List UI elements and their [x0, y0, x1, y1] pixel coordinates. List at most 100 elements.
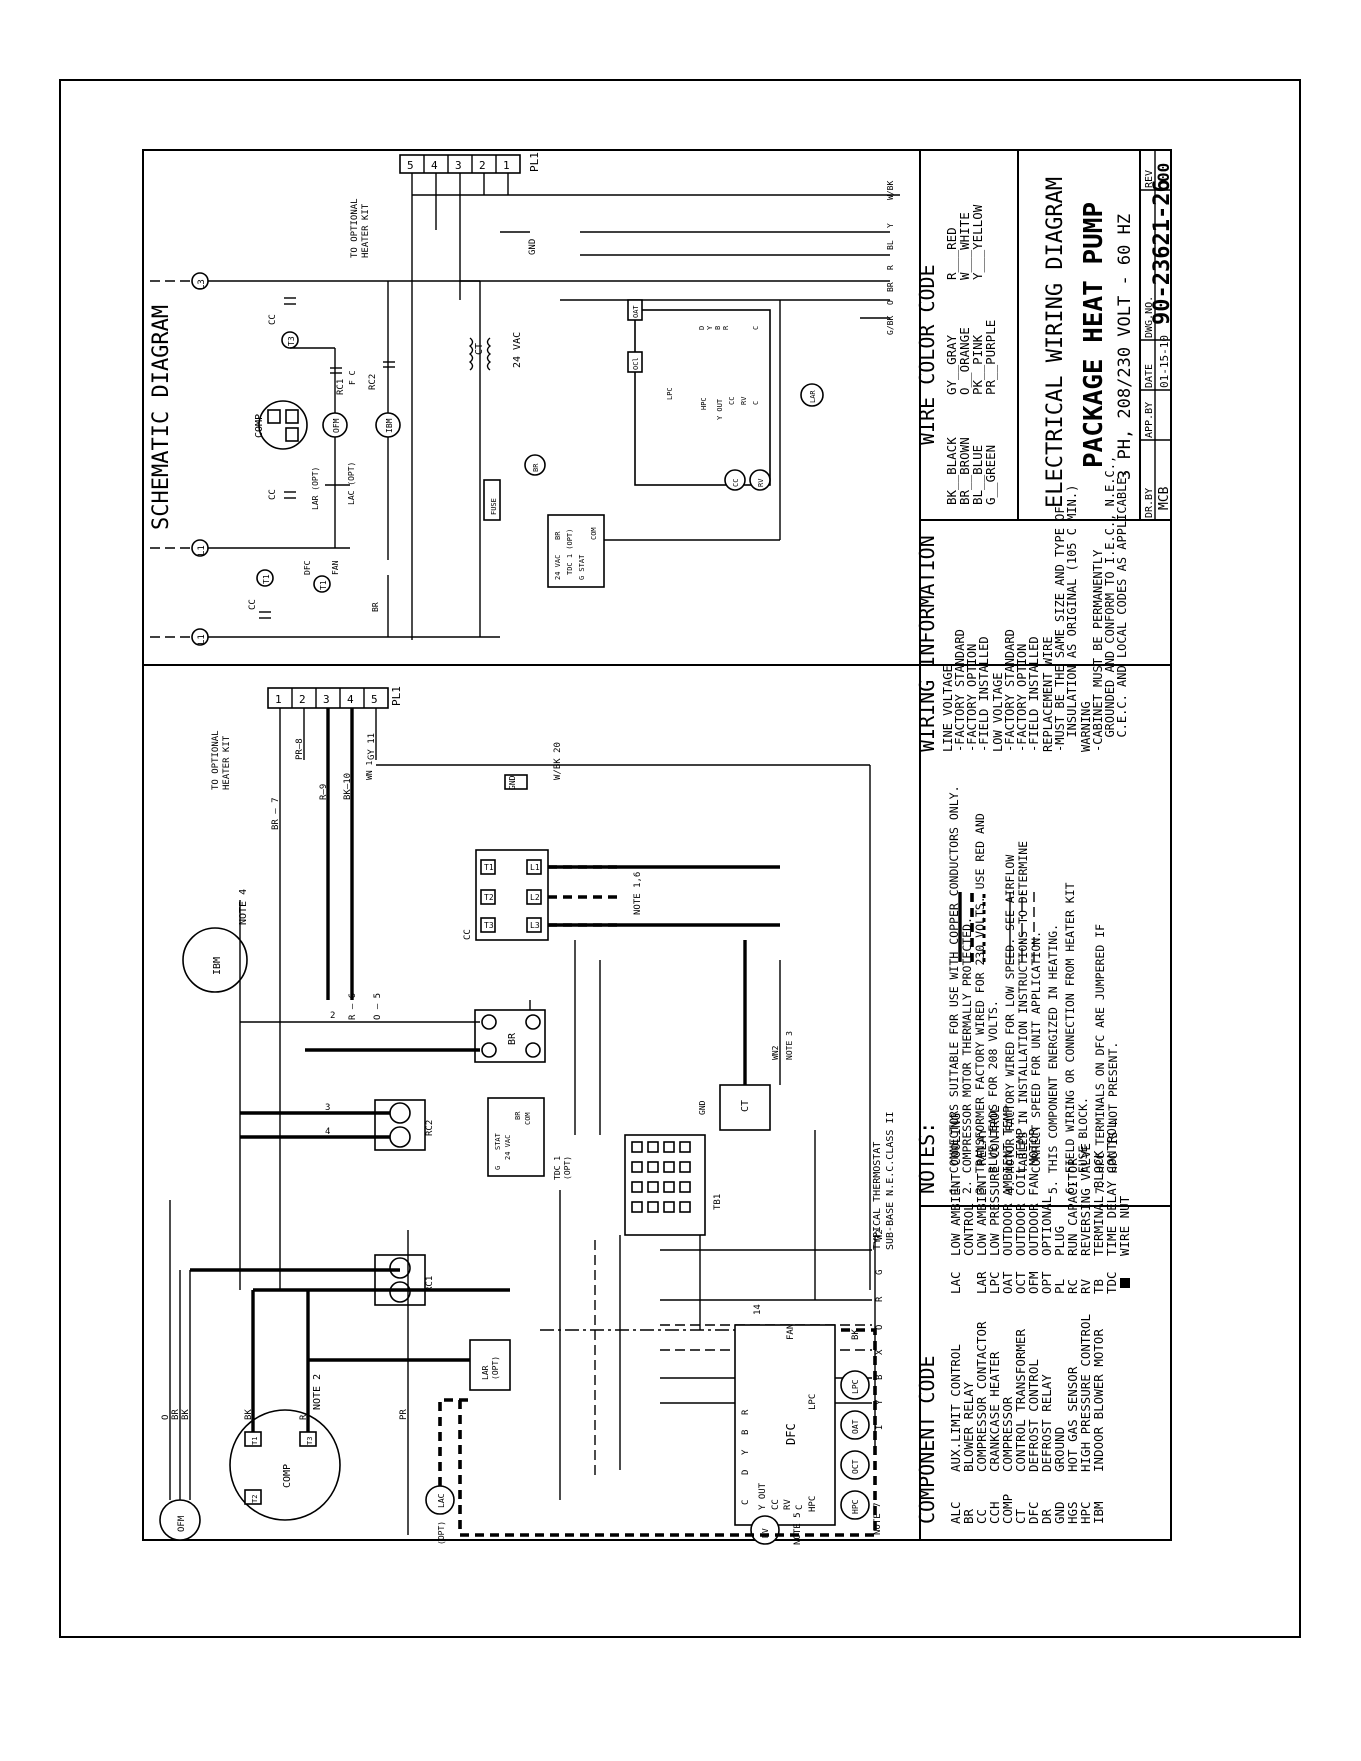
- schem-pin-4: 4: [431, 159, 438, 172]
- tdc-br: BR: [554, 531, 562, 540]
- schem-wire-br: BR: [886, 282, 895, 292]
- cc-left-10-desc: HIGH PRESSURE CONTROL: [1078, 1314, 1093, 1472]
- l1a-label: L1: [197, 545, 207, 556]
- rev-label: REV: [1144, 170, 1155, 188]
- comp-t2: T2: [251, 1495, 259, 1503]
- tstat-r: R: [875, 1296, 885, 1302]
- wi-6: -FACTORY OPTION: [1015, 644, 1029, 752]
- wn2-label: WN2: [771, 1045, 780, 1060]
- cc-left-6-desc: DEFROST CONTROL: [1026, 1359, 1041, 1472]
- schem-wire-y: Y: [886, 223, 895, 228]
- note-10: 7. HPC TERMINALS ON DFC ARE JUMPERED IF: [1093, 924, 1107, 1194]
- cc-left-9-desc: HOT GAS SENSOR: [1065, 1366, 1080, 1472]
- outdoor-coil-temp-sensor: [840, 1450, 870, 1480]
- fc-label: F C: [348, 370, 357, 385]
- ibm-label: IBM: [385, 418, 394, 433]
- rc2-label: RC2: [425, 1120, 435, 1136]
- tstat-o: O: [875, 1325, 885, 1330]
- dfc-yout-label: Y OUT: [716, 398, 724, 420]
- cc3-2: Y___YELLOW: [970, 204, 985, 280]
- schem-gnd-label: GND: [528, 239, 538, 255]
- note4-label: NOTE 4: [238, 889, 249, 925]
- tstat-b: B: [875, 1375, 885, 1380]
- cc-left-8-desc: GROUND: [1052, 1427, 1067, 1472]
- comp-label: COMP: [254, 414, 265, 438]
- app-by-label: APP.BY: [1144, 402, 1155, 438]
- tdc-vac: 24 VAC: [554, 555, 562, 580]
- dfc-pin-r: R: [722, 325, 730, 330]
- cc-t1: T1: [484, 863, 494, 872]
- wi-9: -MUST BE THE SAME SIZE AND TYPE OF: [1053, 506, 1067, 752]
- dfc-term-d: D: [741, 1470, 751, 1475]
- tdc1-label: TDC 1: [553, 1156, 562, 1180]
- wire-n14: 14: [753, 1304, 763, 1315]
- cc-t3: T3: [484, 921, 494, 930]
- wi-0: LINE VOLTAGE: [941, 665, 955, 752]
- title-2: PACKAGE HEAT PUMP: [1079, 202, 1109, 468]
- note-7: 5. THIS COMPONENT ENERGIZED IN HEATING.: [1046, 924, 1060, 1194]
- dfc-label: DFC: [784, 1423, 798, 1445]
- note3-label: NOTE 3: [785, 1031, 794, 1060]
- t1a-label: T1: [262, 574, 271, 584]
- comp-wire-bk: BK: [244, 1409, 254, 1420]
- cc-right-9: RC: [1065, 1279, 1080, 1294]
- comp-wire-r: R: [299, 1414, 309, 1420]
- ibm-label: IBM: [212, 957, 223, 975]
- wi-11: WARNING: [1079, 701, 1093, 752]
- ct-label: CT: [740, 1100, 751, 1112]
- dfc-pin-c: C: [752, 326, 760, 330]
- comp-t1: T1: [251, 1437, 259, 1445]
- cc-left-0-desc: AUX.LIMIT CONTROL: [948, 1344, 963, 1472]
- hpc-circle-label: HPC: [851, 1499, 860, 1514]
- schem-heater-note-2: HEATER KIT: [361, 203, 371, 258]
- cc1-3: G__GREEN: [983, 445, 998, 505]
- note5-label: NOTE 5: [793, 1512, 803, 1545]
- fan-bk-label: BK: [851, 1329, 861, 1340]
- dfc-fan-label: FAN: [786, 1324, 796, 1340]
- tdc-24vac: 24 VAC: [504, 1135, 512, 1160]
- title-3: 3 PH, 208/230 VOLT - 60 HZ: [1115, 214, 1135, 480]
- cc-right-7: OPT: [1039, 1271, 1054, 1294]
- l3-label: L3: [197, 279, 207, 290]
- cc-right-10: RV: [1078, 1278, 1093, 1294]
- cc2-2: PK__PINK: [970, 334, 985, 395]
- cc-left-4-desc: COMPRESSOR: [1000, 1396, 1015, 1472]
- notes: NOTES: 1. CONNECTORS SUITABLE FOR USE WI…: [915, 786, 1120, 1195]
- wiring-info-title: WIRING INFORMATION: [915, 535, 939, 752]
- schem-wire-o: O: [886, 300, 895, 305]
- tstat-i: I: [875, 1425, 885, 1430]
- high-pressure-control: [840, 1490, 870, 1520]
- wire-wbk20: W/BK 20: [553, 742, 563, 780]
- dfc-pin-y: Y: [706, 325, 714, 330]
- lar-label: LAR: [481, 1365, 490, 1380]
- cc-right-3: LPC: [987, 1271, 1002, 1294]
- thermostat-line-1: TYPICAL THERMOSTAT: [872, 1142, 883, 1250]
- tdc-schematic-block: [547, 514, 605, 588]
- low-ambient-relay: [469, 1339, 511, 1391]
- cc-right-11-desc: TERMINAL BLOCK: [1091, 1150, 1106, 1256]
- cc-l1: L1: [530, 863, 540, 872]
- cc-right-5: OCT: [1013, 1271, 1028, 1294]
- tdc-br-term: BR: [514, 1111, 522, 1120]
- wi-2: -FACTORY OPTION: [965, 644, 979, 752]
- comp-label: COMP: [282, 1464, 293, 1488]
- dfc-term-r: R: [741, 1409, 751, 1415]
- dwg-label: DWG.NO.: [1144, 296, 1155, 338]
- thermostat-line-2: SUB-BASE N.E.C.CLASS II: [885, 1112, 896, 1250]
- cc-bot-label: CC: [248, 599, 258, 610]
- schem-wire-wbk: W/BK: [886, 181, 895, 200]
- schem-wire-r: R: [886, 265, 895, 270]
- cc-left-1: BR: [961, 1508, 976, 1524]
- cc-left-6: DFC: [1026, 1501, 1041, 1524]
- tdc-com-term: COM: [524, 1112, 532, 1125]
- comp-t3: T3: [306, 1437, 314, 1445]
- cc-l2: L2: [530, 893, 540, 902]
- cc-left-7-desc: DEFROST RELAY: [1039, 1374, 1054, 1472]
- cc1-2: BL__BLUE: [970, 445, 985, 505]
- note-4: 4. MOTOR FACTORY WIRED FOR LOW SPEED. SE…: [1003, 855, 1017, 1194]
- note-9: FUSE BLOCK.: [1076, 1097, 1090, 1194]
- cc-left-10: HPC: [1078, 1501, 1093, 1524]
- lar-label: LAR (OPT): [311, 467, 320, 510]
- wire-heater-note-1: TO OPTIONAL: [211, 730, 221, 790]
- rc2-label: RC2: [368, 374, 378, 390]
